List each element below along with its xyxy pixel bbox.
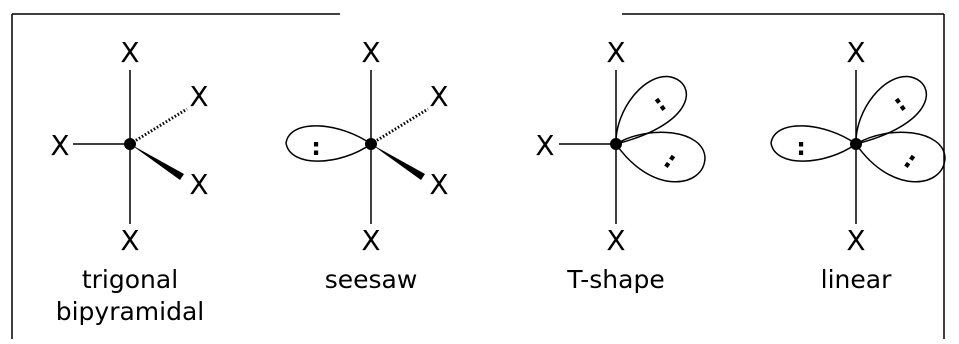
atom-label: X — [846, 36, 865, 69]
lone-pair-lobe — [855, 75, 927, 145]
label-line: bipyramidal — [55, 297, 205, 326]
lone-pair-dots: : — [899, 146, 923, 174]
atom-label: X — [606, 224, 625, 257]
atom-label: X — [120, 36, 139, 69]
lone-pair-lobe — [615, 75, 687, 145]
atom-label: X — [429, 168, 448, 201]
label-line: seesaw — [324, 265, 418, 294]
linear-molecule: : : : X X — [770, 36, 946, 257]
atom-label: X — [429, 80, 448, 113]
lone-pair-lobe — [770, 125, 858, 162]
lone-pair-lobe — [614, 131, 706, 183]
lone-pair-lobe — [285, 125, 373, 162]
lone-pair-dots: : — [659, 146, 683, 174]
atom-label: X — [535, 129, 554, 162]
frame — [11, 13, 945, 339]
label-line: T-shape — [567, 265, 665, 294]
geometry-label-seesaw: seesaw — [291, 264, 451, 296]
atom-label: X — [189, 168, 208, 201]
atom-label: X — [361, 36, 380, 69]
atom-label: X — [120, 224, 139, 257]
geometry-label-linear: linear — [776, 264, 936, 296]
lone-pair-lobe — [854, 131, 946, 183]
atom-label: X — [846, 224, 865, 257]
label-line: linear — [820, 265, 892, 294]
geometry-label-t-shape: T-shape — [536, 264, 696, 296]
lone-pair-dots: : — [311, 133, 321, 161]
trigonal-bipyramidal-molecule: X X X X X — [50, 36, 208, 257]
atom-label: X — [50, 129, 69, 162]
geometry-label-trigonal-bipyramidal: trigonal bipyramidal — [40, 264, 220, 328]
seesaw-molecule: : X X X X — [285, 36, 449, 257]
atom-label: X — [606, 36, 625, 69]
atom-label: X — [189, 80, 208, 113]
lone-pair-dots: : — [796, 133, 806, 161]
t-shape-molecule: : : X X X — [535, 36, 706, 257]
label-line: trigonal — [81, 265, 179, 294]
lone-pair-dots: : — [647, 89, 671, 117]
lone-pair-dots: : — [887, 89, 911, 117]
atom-label: X — [361, 224, 380, 257]
